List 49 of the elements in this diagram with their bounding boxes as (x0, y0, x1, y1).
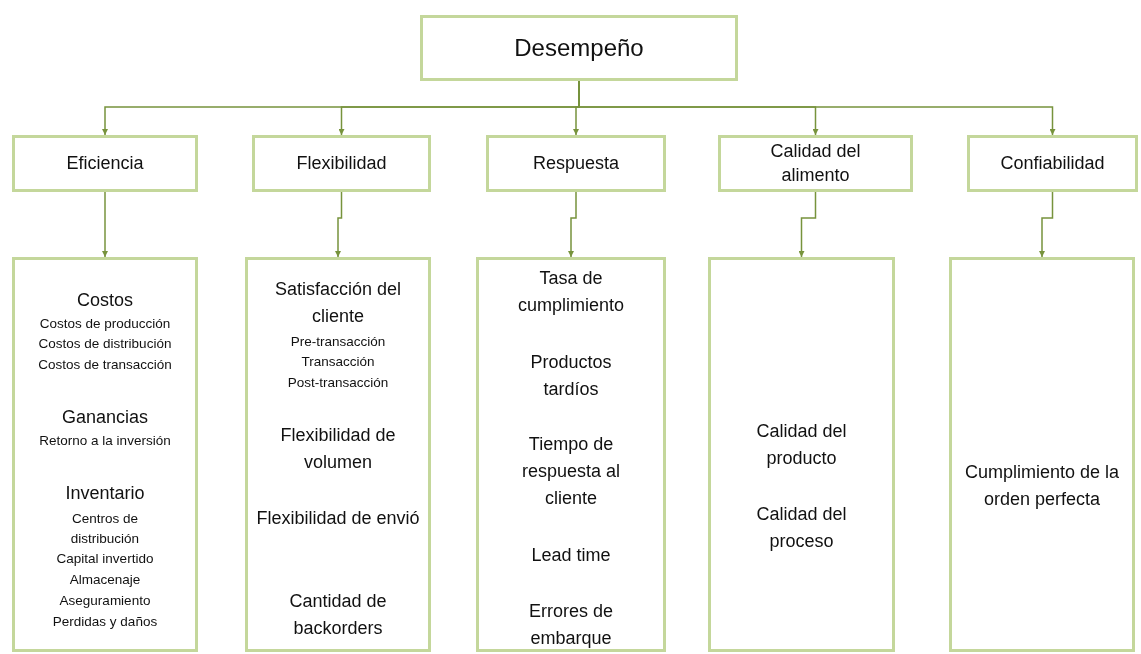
sub-item-text: Costos de distribución (37, 335, 173, 353)
arrow (1039, 191, 1054, 258)
box-title: Desempeño (514, 33, 644, 64)
metric-text: Satisfacción del cliente (273, 277, 403, 328)
sub-item-text: Capital invertido (55, 550, 155, 568)
sub-item-text: Costos de transacción (37, 356, 173, 374)
metric-text: Costos (76, 288, 134, 312)
metric-text: Inventario (64, 481, 146, 505)
metric-text: Calidad del proceso (755, 502, 848, 553)
metric-text: Calidad del producto (755, 419, 848, 470)
category-box (252, 135, 431, 192)
category-box (420, 15, 738, 81)
category-box (12, 135, 198, 192)
arrow (798, 191, 817, 258)
sub-item-text: Perdidas y daños (51, 613, 159, 631)
content-box (476, 257, 666, 652)
box-title: Flexibilidad (296, 151, 387, 175)
box-title: Confiabilidad (1000, 151, 1105, 175)
arrow (568, 191, 577, 258)
sub-item-text: Aseguramiento (58, 592, 152, 610)
sub-item-text: Retorno a la inversión (38, 432, 172, 450)
metric-text: Ganancias (60, 405, 150, 429)
metric-text: Lead time (530, 543, 612, 567)
box-title: Calidad del alimento (769, 140, 862, 187)
content-box (949, 257, 1135, 652)
sub-item-text: Centros de distribución (69, 510, 141, 548)
arrow (335, 191, 343, 258)
sub-item-text: Transacción (300, 353, 376, 371)
metric-text: Errores de embarque (527, 599, 614, 650)
metric-text: Cantidad de backorders (288, 589, 388, 640)
category-box (486, 135, 666, 192)
arrow (102, 191, 108, 258)
box-title: Eficiencia (66, 151, 144, 175)
category-box (718, 135, 913, 192)
content-box (12, 257, 198, 652)
sub-item-text: Costos de producción (38, 315, 172, 333)
metric-text: Flexibilidad de volumen (279, 423, 397, 474)
box-title: Respuesta (532, 151, 620, 175)
metric-text: Productos tardíos (529, 350, 613, 401)
metric-text: Tasa de cumplimiento (516, 266, 625, 317)
sub-item-text: Pre-transacción (289, 333, 387, 351)
metric-text: Cumplimiento de la orden perfecta (963, 460, 1121, 511)
sub-item-text: Post-transacción (286, 374, 390, 392)
metric-text: Flexibilidad de envió (255, 506, 421, 530)
content-box (708, 257, 895, 652)
sub-item-text: Almacenaje (68, 571, 142, 589)
category-box (967, 135, 1138, 192)
metric-text: Tiempo de respuesta al cliente (520, 432, 622, 510)
content-box (245, 257, 431, 652)
